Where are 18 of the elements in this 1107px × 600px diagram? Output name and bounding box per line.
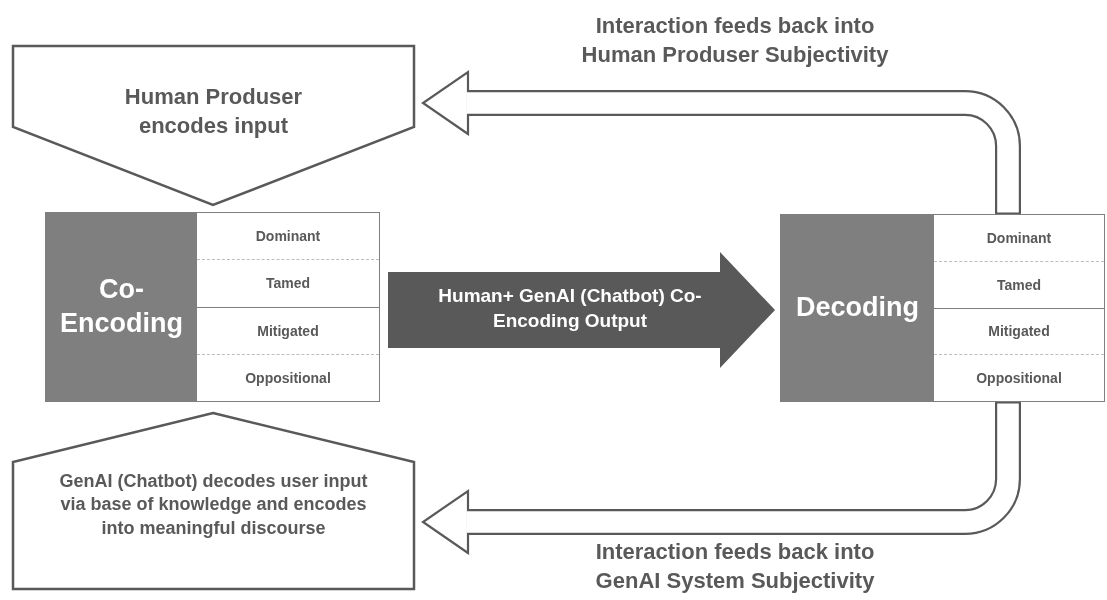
- category-table: [780, 214, 1105, 402]
- reading-row: Dominant: [197, 213, 379, 260]
- reading-row: Oppositional: [934, 354, 1104, 401]
- block-arrow: [388, 252, 775, 368]
- category-table: [45, 212, 380, 402]
- edge-label: Human+ GenAI (Chatbot) Co-Encoding Output: [437, 284, 703, 333]
- reading-row: Mitigated: [197, 306, 379, 354]
- reading-row: Dominant: [934, 215, 1104, 261]
- edge-label: Interaction feeds back into Human Produser Subjectivity: [580, 12, 890, 69]
- reading-row: Mitigated: [934, 307, 1104, 355]
- edge-label: Interaction feeds back into GenAI System Subjectivity: [594, 538, 876, 595]
- reading-row: Tamed: [197, 259, 379, 307]
- callout-text: GenAI (Chatbot) decodes user input via base of knowledge and encodes into meaningful discourse: [58, 470, 369, 540]
- callout-text: Human Produser encodes input: [123, 83, 304, 140]
- stage-heading: Decoding: [781, 215, 934, 401]
- stage-heading: Co-Encoding: [46, 213, 197, 401]
- reading-row: Tamed: [934, 260, 1104, 308]
- reading-row: Oppositional: [197, 353, 379, 401]
